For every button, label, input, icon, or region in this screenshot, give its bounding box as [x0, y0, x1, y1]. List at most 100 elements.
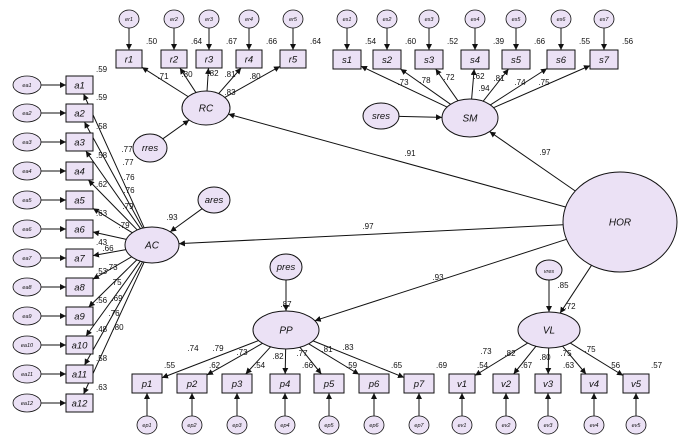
indicator-a8: a8	[65, 277, 94, 297]
loading-arrow-p6	[308, 343, 360, 375]
r2-s6: .55	[579, 37, 591, 46]
loading-arrow-a3	[85, 150, 141, 229]
error-term-es7: es7	[593, 9, 615, 29]
indicator-label: s2	[382, 55, 393, 66]
loading-r3: .82	[207, 69, 219, 78]
path-coef-RC: .91	[404, 149, 416, 158]
indicator-label: a5	[74, 196, 85, 207]
error-term-ev5: ev5	[625, 415, 647, 435]
loading-a12: .80	[112, 323, 124, 332]
loading-v4: .75	[560, 349, 572, 358]
error-term-es5: es5	[505, 9, 527, 29]
latent-HOR: HOR	[562, 171, 678, 273]
indicator-label: a3	[74, 138, 85, 149]
path-HOR-SM	[489, 131, 576, 192]
error-term-ea7: ea7	[12, 248, 42, 268]
error-label: ea6	[22, 227, 32, 233]
loading-a8: .73	[106, 263, 118, 272]
loading-s7: .75	[538, 78, 550, 87]
indicator-label: s3	[424, 55, 435, 66]
error-term-es4: es4	[464, 9, 486, 29]
indicator-label: r1	[125, 55, 133, 66]
r2-r5: .64	[310, 37, 322, 46]
r2-a3: .58	[96, 122, 108, 131]
error-term-ep2: ep2	[181, 415, 203, 435]
loading-arrow-s5	[482, 68, 509, 102]
path-HOR-PP	[314, 238, 567, 322]
indicator-label: a6	[74, 225, 85, 236]
error-label: es4	[471, 17, 480, 23]
error-term-er5: er5	[282, 9, 304, 29]
residual-arrow-rres	[162, 119, 190, 140]
indicator-r1: r1	[115, 49, 143, 69]
r2-a4: .58	[96, 151, 108, 160]
loading-arrow-v4	[562, 345, 587, 375]
loading-arrow-s2	[400, 68, 451, 105]
r2-r1: .50	[146, 37, 158, 46]
loading-arrow-a2	[84, 121, 144, 229]
loading-p3: .73	[236, 348, 248, 357]
latent-label: AC	[144, 241, 160, 252]
indicator-label: r4	[245, 55, 253, 66]
indicator-label: s5	[511, 55, 522, 66]
indicator-label: r5	[289, 55, 298, 66]
loading-p1: .74	[187, 344, 199, 353]
error-label: ea11	[21, 372, 33, 378]
loading-arrow-a8	[92, 256, 132, 280]
indicator-label: p3	[231, 379, 243, 390]
error-label: ea12	[21, 401, 33, 407]
indicator-p6: p6	[358, 373, 390, 394]
error-term-es6: es6	[550, 9, 572, 29]
r2-v5: .57	[651, 361, 663, 370]
indicator-a2: a2	[65, 103, 94, 123]
indicator-r4: r4	[235, 49, 263, 69]
loading-arrow-p5	[299, 346, 322, 375]
indicator-a10: a10	[65, 335, 94, 355]
r2-p5: .59	[346, 361, 358, 370]
loading-a4: .76	[123, 186, 135, 195]
latent-label: VL	[543, 326, 555, 337]
error-term-ea2: ea2	[12, 103, 42, 123]
loading-v5: .75	[584, 345, 596, 354]
indicator-v5: v5	[622, 373, 650, 394]
indicator-label: s1	[342, 55, 352, 66]
r2-a9: .56	[96, 296, 108, 305]
error-label: ea5	[22, 198, 32, 204]
latent-r2-SM: .94	[478, 84, 490, 93]
loading-arrow-p1	[161, 340, 259, 379]
error-label: es7	[600, 17, 610, 23]
error-term-er3: er3	[198, 9, 220, 29]
loading-arrow-s1	[360, 65, 448, 108]
indicator-label: a11	[72, 370, 87, 381]
loading-arrow-r5	[224, 65, 281, 98]
indicator-label: p1	[141, 379, 153, 390]
r2-p2: .62	[209, 361, 221, 370]
path-coef-VL: .85	[557, 281, 569, 290]
error-label: ev5	[632, 423, 642, 429]
r2-p4: .66	[302, 361, 314, 370]
indicator-label: v1	[457, 379, 467, 390]
indicator-label: v3	[543, 379, 554, 390]
indicator-s4: s4	[460, 49, 490, 70]
latent-label: RC	[199, 104, 214, 115]
error-label: ep7	[414, 423, 424, 429]
loading-arrow-s3	[435, 68, 459, 102]
loading-arrow-s7	[493, 65, 591, 109]
loading-arrow-a6	[92, 230, 127, 240]
latent-VL: VL	[517, 311, 581, 349]
r2-s4: .39	[493, 37, 505, 46]
loading-arrow-a5	[92, 207, 133, 234]
loading-r1: .71	[157, 72, 169, 81]
indicator-v4: v4	[580, 373, 608, 394]
indicator-a9: a9	[65, 306, 94, 326]
residual-vres: vres	[535, 259, 563, 281]
loading-p4: .82	[272, 352, 284, 361]
indicator-label: a2	[74, 109, 85, 120]
indicator-r2: r2	[160, 49, 188, 69]
error-term-ep1: ep1	[136, 415, 158, 435]
error-term-ea10: ea10	[12, 335, 42, 355]
residual-pres: pres	[269, 253, 303, 281]
loading-a1: .77	[121, 145, 133, 154]
indicator-label: r3	[205, 55, 214, 66]
